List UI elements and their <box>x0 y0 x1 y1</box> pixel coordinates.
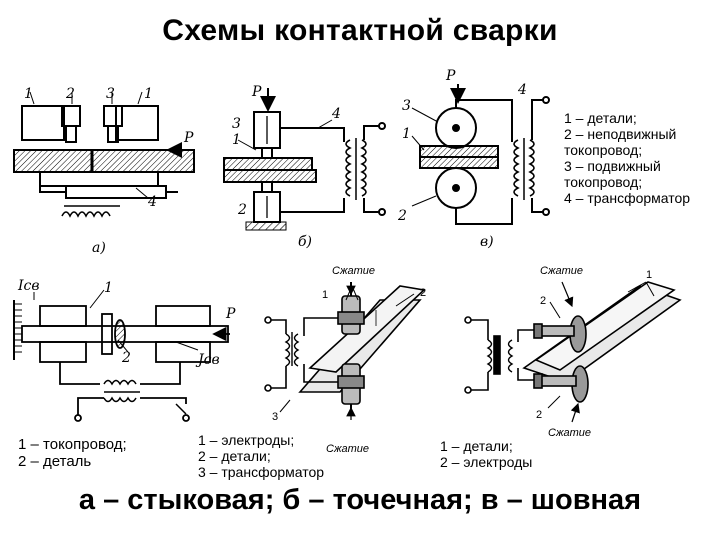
seam-label-2-bottom: 2 <box>536 409 542 421</box>
diagram-a-label-3: 3 <box>106 86 115 102</box>
butt-label-current: Iсв <box>17 278 40 294</box>
seam-label-2-top: 2 <box>540 295 546 307</box>
diagram-b-label-2: 2 <box>237 202 247 218</box>
butt-label-current-2: Jсв <box>195 352 220 368</box>
butt-label-2: 2 <box>121 350 131 366</box>
diagram-a-label-p: P <box>183 130 194 146</box>
diagram-a-label-1: 1 <box>24 86 33 102</box>
legend-spot: 1 – электроды; 2 – детали; 3 – трансформ… <box>198 432 325 480</box>
diagram-a-label-1b: 1 <box>144 86 153 102</box>
diagram-seam-welding <box>464 281 682 423</box>
spot-label-1: 1 <box>322 289 328 301</box>
diagram-b-label-p: P <box>251 84 262 100</box>
spot-label-2: 2 <box>420 287 426 299</box>
diagram-b-spot-welding <box>223 88 386 231</box>
diagram-v-caption: в) <box>480 234 494 250</box>
spot-compress-top: Сжатие <box>332 265 375 277</box>
spot-label-3: 3 <box>272 411 278 423</box>
diagram-v-label-2: 2 <box>397 208 407 224</box>
diagram-a-butt-welding <box>13 91 195 218</box>
legend-butt: 1 – токопровод; 2 – деталь <box>18 436 127 470</box>
page-title: Схемы контактной сварки <box>162 14 558 47</box>
diagram-v-label-p: P <box>445 68 456 84</box>
diagram-b-label-4: 4 <box>331 106 341 122</box>
diagram-a-caption: а) <box>92 240 106 256</box>
diagram-b-label-1: 1 <box>232 132 241 148</box>
butt-label-1: 1 <box>104 280 113 296</box>
diagram-v-seam-welding <box>411 84 550 225</box>
diagram-a-label-4: 4 <box>147 194 157 210</box>
seam-label-1: 1 <box>646 269 652 281</box>
diagram-spot-welding <box>264 282 426 420</box>
butt-label-p: P <box>225 306 236 322</box>
legend-seam: 1 – детали; 2 – электроды <box>440 438 533 470</box>
diagram-butt-welding <box>13 289 230 422</box>
diagram-b-label-3: 3 <box>232 116 241 132</box>
spot-compress-bottom: Сжатие <box>326 443 369 455</box>
seam-compress-bottom: Сжатие <box>548 427 591 439</box>
diagram-a-label-2: 2 <box>65 86 75 102</box>
seam-compress-top: Сжатие <box>540 265 583 277</box>
diagram-v-label-3: 3 <box>402 98 411 114</box>
footer-caption: а – стыковая; б – точечная; в – шовная <box>78 484 642 516</box>
diagram-b-caption: б) <box>298 234 312 250</box>
diagram-v-label-4: 4 <box>517 82 527 98</box>
diagram-v-label-1: 1 <box>402 126 411 142</box>
legend-top: 1 – детали; 2 – неподвижный токопровод; … <box>564 110 691 206</box>
